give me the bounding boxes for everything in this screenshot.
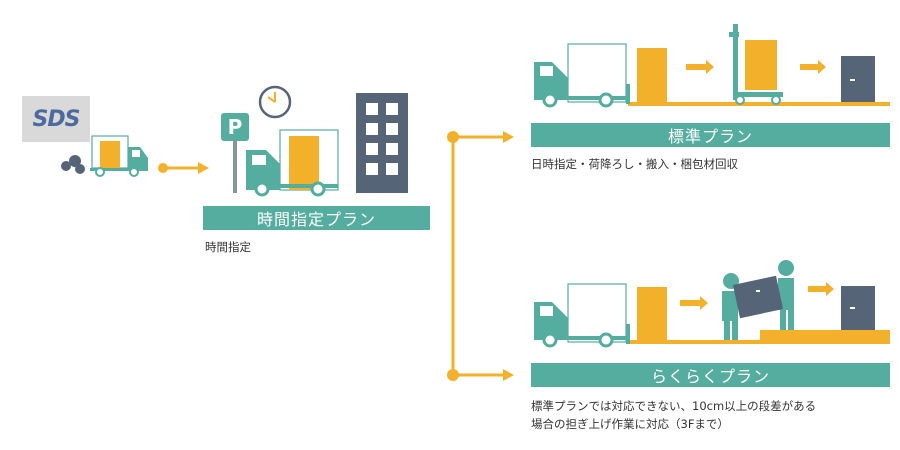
easy-plan-banner: らくらくプラン xyxy=(531,363,890,387)
sds-logo: SDS xyxy=(22,96,90,142)
easy-plan-desc: 標準プランでは対応できない、10cm以上の段差がある 場合の担ぎ上げ作業に対応（… xyxy=(531,397,816,433)
door-icon xyxy=(841,56,875,102)
standard-plan-banner: 標準プラン xyxy=(531,123,890,147)
truck-icon xyxy=(246,129,339,197)
easy-plan-desc-line-2: 場合の担ぎ上げ作業に対応（3Fまで） xyxy=(531,417,729,431)
standard-plan-desc-line: 日時指定・荷降ろし・搬入・梱包材回収 xyxy=(531,157,738,171)
easy-plan-title: らくらくプラン xyxy=(650,367,770,386)
branch-connector xyxy=(447,131,514,381)
door-icon xyxy=(841,286,875,330)
sds-truck-icon xyxy=(61,135,148,177)
clock-icon xyxy=(258,85,292,119)
movers-icon xyxy=(722,260,794,340)
standard-plan-illustration xyxy=(534,24,890,108)
time-plan-desc: 時間指定 xyxy=(205,238,251,256)
time-plan-desc-line: 時間指定 xyxy=(205,240,251,254)
building-icon xyxy=(356,93,408,193)
standard-plan-desc: 日時指定・荷降ろし・搬入・梱包材回収 xyxy=(531,155,738,173)
hand-cart-icon xyxy=(729,24,783,105)
parking-sign-icon: P xyxy=(221,113,249,193)
arrow-icon xyxy=(158,162,209,174)
easy-plan-desc-line-1: 標準プランでは対応できない、10cm以上の段差がある xyxy=(531,399,817,413)
standard-plan-title: 標準プラン xyxy=(667,127,753,146)
svg-text:P: P xyxy=(228,115,243,139)
easy-plan-illustration xyxy=(534,260,890,348)
logo-text: SDS xyxy=(32,106,81,132)
time-plan-banner: 時間指定プラン xyxy=(203,206,430,230)
time-plan-title: 時間指定プラン xyxy=(256,210,376,229)
